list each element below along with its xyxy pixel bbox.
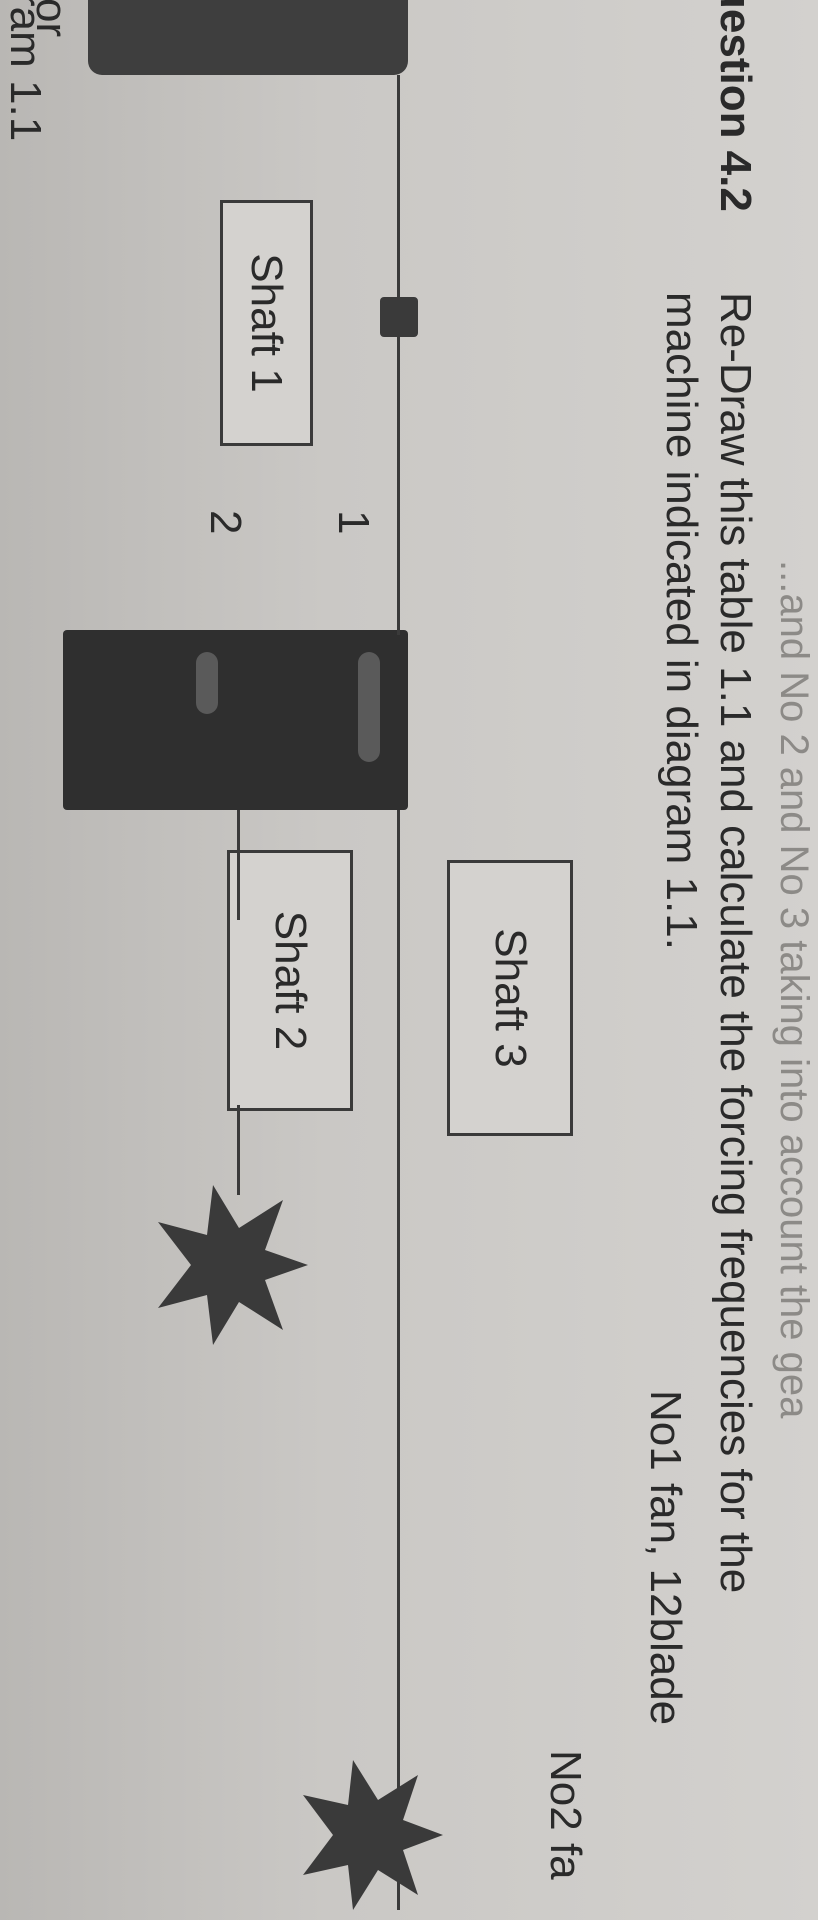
gear-number-1: 1 (329, 510, 378, 535)
gearbox (63, 630, 408, 810)
motor-block (88, 0, 408, 75)
gear-number-2: 2 (201, 510, 250, 535)
gear-1-bar (358, 652, 380, 762)
fan-2-icon (303, 1760, 443, 1910)
shaft-2-label: Shaft 2 (266, 910, 315, 1051)
shaft-3-label: Shaft 3 (486, 928, 535, 1068)
fan-2-label: No2 fa (541, 1750, 590, 1880)
shaft-1-line (397, 75, 400, 635)
shaft-3-line (397, 790, 400, 1910)
diagram-caption: ram 1.1 (1, 0, 50, 142)
coupling (380, 297, 418, 337)
instruction-line-1: Re-Draw this table 1.1 and calculate the… (711, 292, 760, 1594)
shaft-3-box: Shaft 3 (447, 860, 573, 1136)
fan-1-label: No1 fan, 12blade (641, 1390, 690, 1726)
shaft-1-label: Shaft 1 (242, 253, 292, 393)
fan-1-icon (158, 1185, 308, 1345)
faint-previous-line: ...and No 2 and No 3 taking into account… (772, 560, 816, 1419)
gear-2-bar (196, 652, 218, 714)
shaft-2-box: Shaft 2 (227, 850, 353, 1111)
instruction-line-2: machine indicated in diagram 1.1. (657, 292, 706, 950)
question-number: uestion 4.2 (711, 0, 760, 212)
shaft-1-box: Shaft 1 (220, 200, 313, 446)
